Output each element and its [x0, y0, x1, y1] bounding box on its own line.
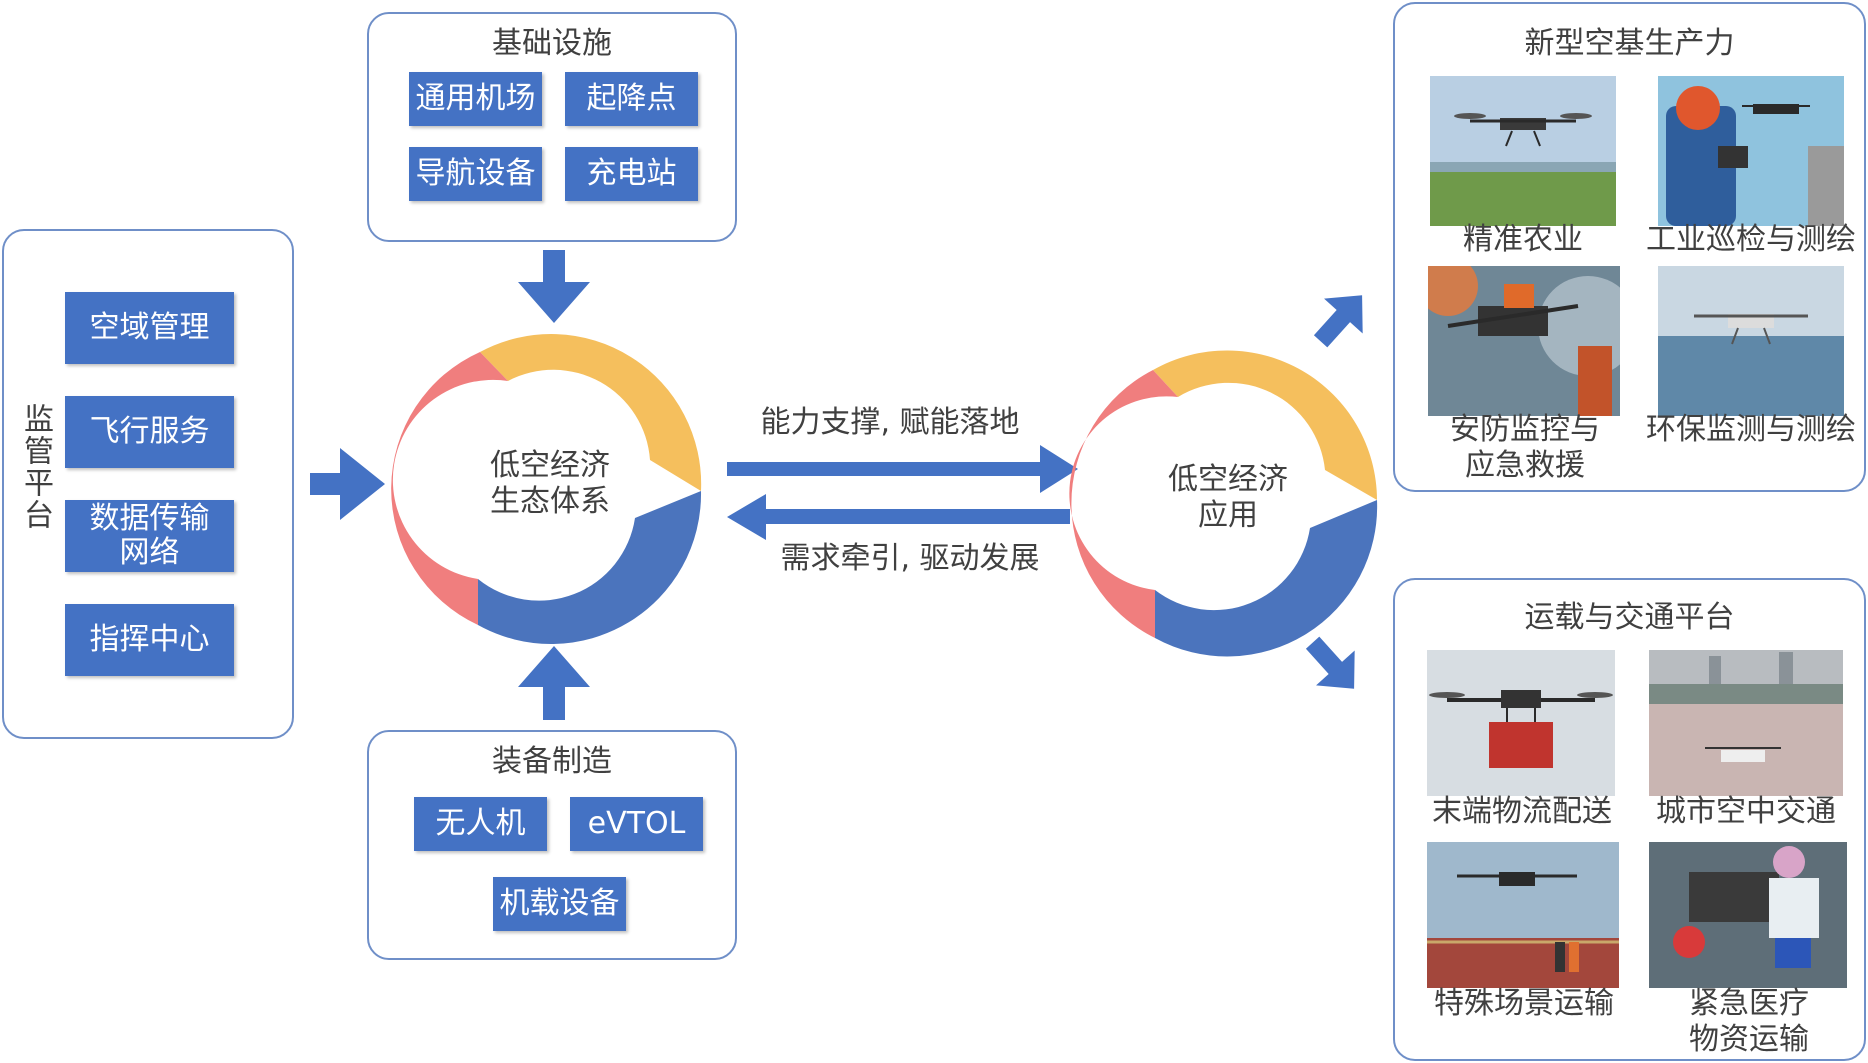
- photo-inspection-drone: [1658, 76, 1844, 226]
- equipment-panel: 装备制造 无人机 eVTOL 机载设备: [367, 730, 737, 960]
- flow-forward-label: 能力支撑, 赋能落地: [760, 405, 1020, 440]
- infra-item-navigation: 导航设备: [409, 147, 542, 201]
- infra-item-landing-point: 起降点: [565, 72, 698, 126]
- supervision-panel: 监管平台 空域管理 飞行服务 数据传输 网络 指挥中心: [2, 229, 294, 739]
- transport-item-special: 特殊场景运输: [1434, 986, 1614, 1021]
- photo-urban-air-mobility: [1649, 650, 1843, 796]
- arrow-to-transport: [1305, 636, 1355, 689]
- arrow-from-supervision: [310, 448, 385, 520]
- arrow-to-productivity: [1313, 295, 1363, 348]
- ring-segment-blue: [478, 491, 702, 644]
- application-label: 低空经济 应用: [1168, 462, 1288, 533]
- arrow-from-equipment: [518, 646, 590, 720]
- transport-item-urban-air: 城市空中交通: [1656, 794, 1836, 829]
- supervision-item-data-network: 数据传输 网络: [65, 500, 234, 572]
- ring-segment-red: [391, 352, 508, 625]
- photo-security-drone: [1428, 266, 1620, 416]
- transport-title: 运载与交通平台: [1524, 600, 1735, 635]
- productivity-item-security: 安防监控与 应急救援: [1450, 412, 1600, 483]
- ecosystem-label: 低空经济 生态体系: [490, 448, 610, 519]
- productivity-item-agriculture: 精准农业: [1463, 222, 1583, 257]
- photo-special-scenario-drone: [1427, 842, 1619, 988]
- photo-agriculture-drone: [1430, 76, 1616, 226]
- equipment-title: 装备制造: [492, 744, 612, 779]
- ring-segment-blue: [1155, 500, 1378, 657]
- productivity-item-environment: 环保监测与测绘: [1646, 412, 1856, 447]
- transport-item-medical: 紧急医疗 物资运输: [1689, 986, 1809, 1057]
- infrastructure-title: 基础设施: [492, 26, 612, 61]
- infrastructure-panel: 基础设施 通用机场 起降点 导航设备 充电站: [367, 12, 737, 242]
- ring-segment-yellow: [1153, 350, 1377, 500]
- equip-item-drone: 无人机: [414, 797, 547, 851]
- transport-panel: 运载与交通平台 末端物流: [1393, 578, 1866, 1061]
- arrow-from-infrastructure: [518, 250, 590, 323]
- application-ring: [1069, 350, 1378, 657]
- infra-item-airport: 通用机场: [409, 72, 542, 126]
- supervision-item-command-center: 指挥中心: [65, 604, 234, 676]
- productivity-title: 新型空基生产力: [1524, 26, 1735, 61]
- equip-item-evtol: eVTOL: [570, 797, 703, 851]
- photo-medical-drone: [1649, 842, 1847, 988]
- supervision-item-airspace: 空域管理: [65, 292, 234, 364]
- photo-logistics-drone: [1427, 650, 1615, 796]
- equip-item-airborne: 机载设备: [493, 877, 626, 931]
- ecosystem-ring: [391, 334, 702, 644]
- ring-segment-yellow: [480, 334, 702, 491]
- flow-backward-label: 需求牵引, 驱动发展: [780, 541, 1040, 576]
- supervision-title: 监管平台: [18, 403, 53, 531]
- infra-item-charging: 充电站: [565, 147, 698, 201]
- productivity-item-inspection: 工业巡检与测绘: [1646, 222, 1856, 257]
- arrow-backward: [727, 494, 1070, 540]
- ring-segment-red: [1069, 370, 1178, 638]
- transport-item-logistics: 末端物流配送: [1432, 794, 1612, 829]
- arrow-forward: [727, 445, 1078, 493]
- photo-environment-drone: [1658, 266, 1844, 416]
- supervision-item-flight-service: 飞行服务: [65, 396, 234, 468]
- productivity-panel: 新型空基生产力: [1393, 2, 1866, 492]
